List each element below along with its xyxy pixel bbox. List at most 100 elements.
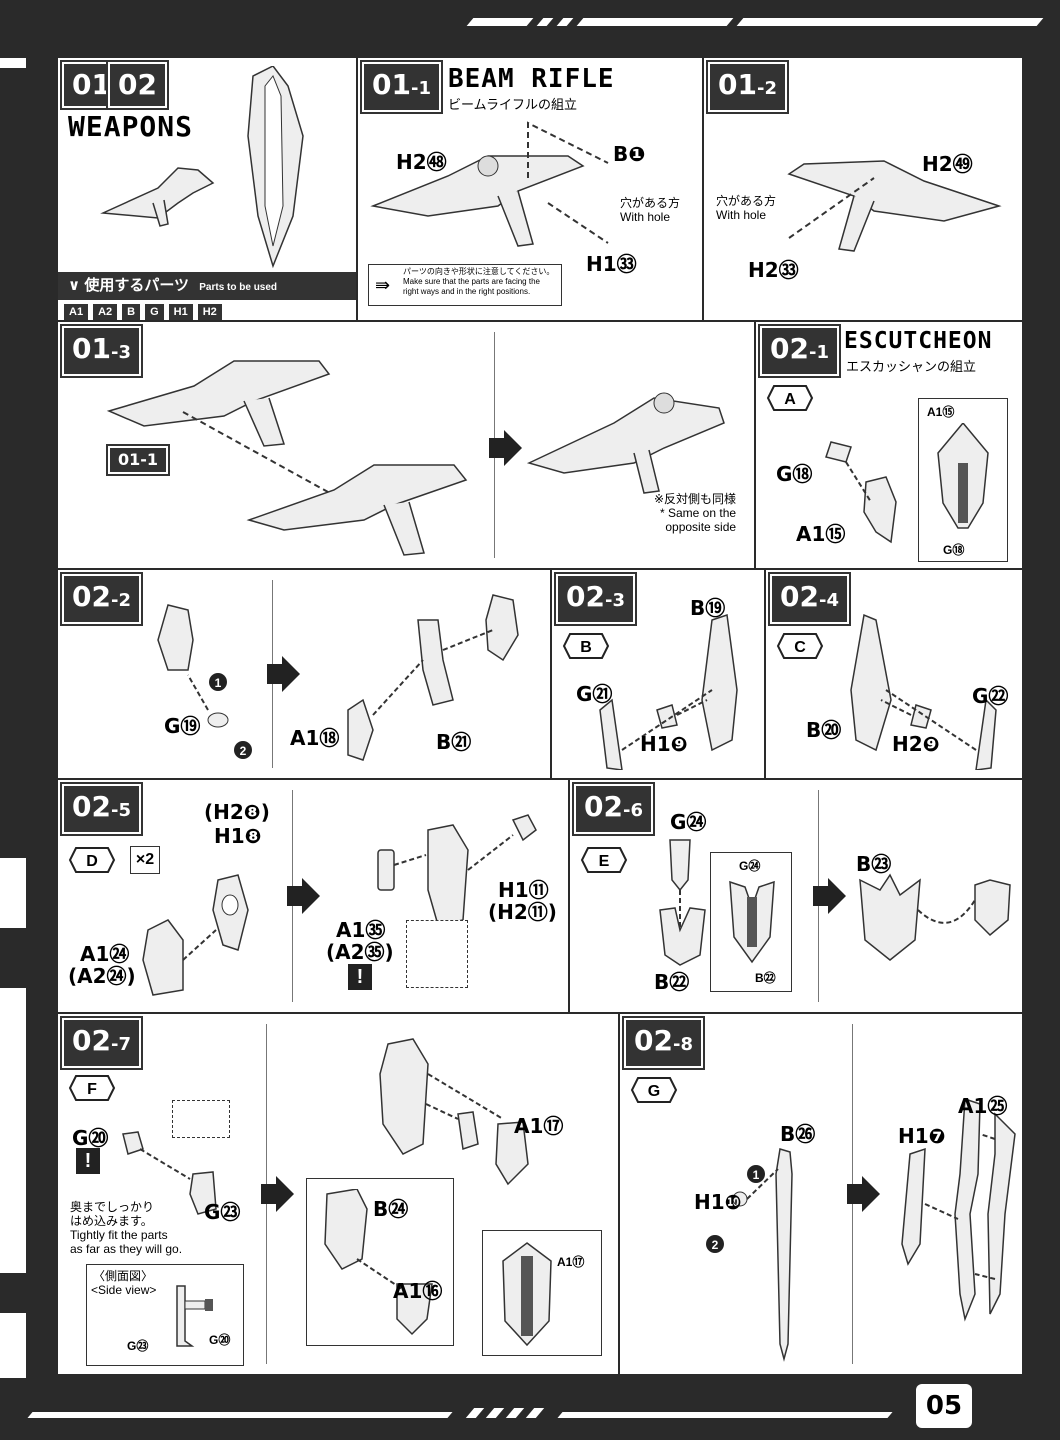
next-arrow-icon [847, 1176, 880, 1212]
detail-box: A1⑮ G⑱ [918, 398, 1008, 562]
svg-text:D: D [86, 853, 98, 870]
dashed-arrow-h1 [547, 202, 609, 244]
label-g20: G⑳ [72, 1126, 109, 1150]
next-arrow-icon [261, 1176, 294, 1212]
chevron-down-icon: ∨ [68, 277, 85, 294]
label-a2-24: (A2㉔) [68, 964, 136, 988]
page-number: 05 [916, 1384, 972, 1428]
part-02-4 [850, 613, 997, 770]
label-b21: B㉑ [436, 730, 472, 754]
part-chip-a2: A2 [93, 304, 118, 320]
label-h1-8: H1❽ [214, 824, 262, 848]
caution-box: ⇛ パーツの向きや形状に注意してください。Make sure that the … [368, 264, 562, 306]
warning-icon: ! [348, 964, 372, 990]
svg-text:A: A [784, 391, 796, 408]
label-g19: G⑲ [164, 714, 201, 738]
part-02-6-a [659, 839, 706, 966]
part-02-2-a: 1 2 [157, 604, 252, 759]
step-tag-02-2: 02-2 [60, 572, 143, 626]
detail-box-02-6: G㉔ B㉒ [710, 852, 792, 992]
beam-rifle-title: BEAM RIFLE [448, 64, 615, 94]
step-02-6-panel: 02-6 E G㉔ B㉒ G㉔ B㉒ B㉓ [570, 780, 1022, 1012]
part-chip-g: G [145, 304, 164, 320]
label-h1-33: H1㉝ [586, 252, 637, 276]
hex-badge-f: F [68, 1075, 116, 1101]
weapons-title: WEAPONS [68, 110, 194, 143]
rifle-assembled [526, 392, 725, 494]
label-g23: G㉓ [204, 1200, 241, 1224]
next-arrow-icon [489, 430, 522, 466]
label-b22: B㉒ [654, 970, 690, 994]
step-tag-01-2: 01-2 [706, 60, 789, 114]
step-02-8-panel: 02-8 G 1 2 B㉖ H1❿ H1❼ A1㉕ [620, 1014, 1022, 1374]
step-tag-02-6: 02-6 [572, 782, 655, 836]
label-b23: B㉓ [856, 852, 892, 876]
step-02-5-panel: 02-5 D ×2 (H2❽) H1❽ A1㉔ (A2㉔) A1㉟ (A2㉟) … [58, 780, 568, 1012]
part-02-2-b [347, 594, 519, 761]
escutcheon-parts [825, 441, 897, 544]
label-h2-9: H2❾ [892, 732, 940, 756]
step-02-4-panel: 02-4 C G㉒ B⑳ H2❾ [766, 570, 1022, 778]
label-h2-11: (H2⑪) [488, 900, 557, 924]
svg-text:2: 2 [712, 1238, 719, 1252]
rifle-body-reverse [787, 160, 1002, 252]
label-h2-8: (H2❽) [204, 800, 270, 824]
label-b1: B❶ [613, 142, 646, 166]
part-chip-h1: H1 [168, 304, 193, 320]
label-h2-33: H2㉝ [748, 258, 799, 282]
svg-text:G: G [648, 1083, 660, 1100]
hex-badge-e: E [580, 847, 628, 873]
part-02-7-b [379, 1038, 529, 1186]
label-h2-48: H2㊽ [396, 150, 447, 174]
detail-box-g20 [172, 1100, 230, 1138]
part-chip-b: B [122, 304, 141, 320]
escutcheon-subtitle: エスカッシャンの組立 [846, 359, 977, 374]
next-arrow-icon [813, 878, 846, 914]
label-b26: B㉖ [780, 1122, 816, 1146]
weapons-panel: 01 02 WEAPONS ∨ 使用するパーツ Parts to be used… [58, 58, 356, 320]
next-arrow-icon [287, 878, 320, 914]
label-a1-25: A1㉕ [958, 1094, 1008, 1118]
step-02-2-panel: 02-2 1 2 G⑲ A1⑱ B㉑ [58, 570, 550, 778]
label-h2-49: H2㊾ [922, 152, 973, 176]
side-view-box: 〈側面図〉 <Side view> G㉓ G⑳ [86, 1264, 244, 1366]
rifle-upper [106, 360, 331, 447]
label-a1-18: A1⑱ [290, 726, 340, 750]
rifle-illustration [100, 167, 215, 227]
dashed-arrow-join [182, 411, 329, 493]
step-02-1-panel: 02-1 ESCUTCHEON エスカッシャンの組立 A G⑱ A1⑮ A1⑮ … [756, 322, 1022, 568]
label-a1-17: A1⑰ [514, 1114, 564, 1138]
label-g18: G⑱ [776, 462, 813, 486]
hex-badge-b: B [562, 633, 610, 659]
svg-text:B: B [580, 639, 592, 656]
label-h1-10: H1❿ [694, 1190, 742, 1214]
label-h1-7: H1❼ [898, 1124, 946, 1148]
svg-text:E: E [599, 853, 610, 870]
warning-icon: ! [76, 1148, 100, 1174]
label-b19: B⑲ [690, 596, 726, 620]
part-chip-a1: A1 [64, 304, 89, 320]
label-a1-24: A1㉔ [80, 942, 130, 966]
rifle-lower [246, 464, 468, 556]
step-tag-02-8: 02-8 [622, 1016, 705, 1070]
detail-box-02-5 [406, 920, 468, 988]
shield-illustration [247, 66, 304, 269]
rifle-body [370, 155, 585, 247]
multiplier-badge: ×2 [130, 846, 160, 874]
label-a1-15: A1⑮ [796, 522, 846, 546]
detail-box-a17: A1⑰ [482, 1230, 602, 1356]
step-tag-02: 02 [106, 60, 169, 110]
step-tag-01-3: 01-3 [60, 324, 143, 378]
step-01-1-panel: 01-1 BEAM RIFLE ビームライフルの組立 H2㊽ B❶ H1㉝ 穴が… [358, 58, 702, 320]
part-02-3 [599, 614, 738, 770]
part-02-7-a [122, 1131, 217, 1215]
part-02-5-b [377, 814, 537, 926]
detail-box-b24: B㉔ A1⑯ [306, 1178, 454, 1346]
ref-01-1-tag: 01-1 [105, 444, 171, 476]
step-tag-02-5: 02-5 [60, 782, 143, 836]
